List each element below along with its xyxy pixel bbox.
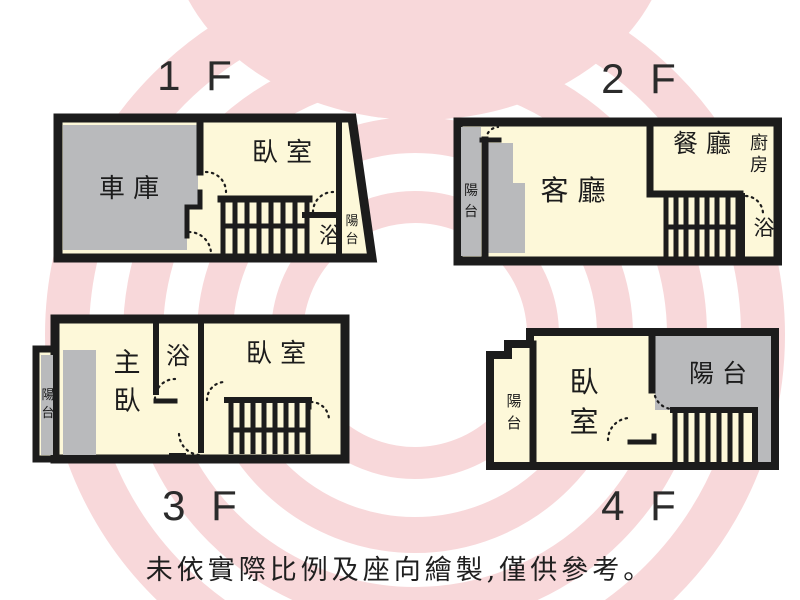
room-label-bedroom: 室 — [569, 405, 598, 439]
room-label-master: 主 — [114, 348, 141, 379]
door-arc — [177, 432, 202, 457]
door-arc — [205, 380, 227, 402]
floor-title-1f: 1 F — [157, 52, 239, 99]
room-label-garage: 車 庫 — [99, 174, 159, 204]
room-label-master: 臥 — [114, 386, 141, 417]
balcony-area — [41, 355, 53, 455]
room-label-balcony: 陽 — [464, 183, 478, 199]
floor-plan-2f: 客 廳 餐 廳 廚 房 浴 陽 台 — [453, 117, 782, 266]
door-arc — [606, 416, 632, 442]
floor-plan-1f: 車 庫 臥 室 浴 陽 台 — [53, 113, 378, 263]
service-column — [63, 350, 96, 455]
door-arc — [744, 194, 765, 216]
door-arc — [484, 125, 500, 141]
room-label-kitchen: 廚 — [750, 132, 768, 154]
disclaimer-text: 未依實際比例及座向繪製,僅供參考。 — [145, 555, 655, 586]
stairs-3f — [224, 397, 312, 454]
door-arc — [309, 400, 331, 422]
room-label-balcony-left: 台 — [506, 414, 521, 432]
room-label-balcony: 陽 — [41, 388, 54, 403]
stairs-2f — [663, 193, 745, 263]
room-label-balcony: 台 — [464, 204, 478, 220]
room-label-balcony: 陽 — [345, 214, 358, 229]
room-label-balcony: 台 — [41, 406, 54, 421]
floor-title-3f: 3 F — [162, 482, 244, 529]
service-column — [488, 143, 525, 253]
room-label-bath: 浴 — [166, 342, 190, 370]
floor-title-2f: 2 F — [601, 55, 683, 102]
floor-title-4f: 4 F — [601, 482, 683, 529]
room-label-bedroom: 臥 — [569, 365, 598, 399]
garage-area — [63, 125, 198, 250]
room-label-bath: 浴 — [754, 216, 775, 240]
room-label-balcony-right: 陽 台 — [689, 359, 747, 388]
floor-plan-3f: 主 臥 浴 臥 室 陽 台 — [32, 314, 350, 464]
room-label-kitchen: 房 — [750, 155, 768, 176]
room-label-balcony-left: 陽 — [506, 392, 521, 410]
floor-plan-4f: 陽 台 臥 室 陽 台 — [486, 328, 779, 470]
balcony-right-area — [655, 336, 771, 462]
room-label-bath: 浴 — [319, 224, 341, 249]
room-label-balcony: 台 — [345, 232, 358, 247]
room-label-dining: 餐 廳 — [673, 129, 731, 158]
room-label-bedroom: 臥 室 — [246, 339, 306, 369]
room-label-bedroom: 臥 室 — [252, 138, 312, 168]
stairs-1f — [217, 195, 313, 255]
stairs-4f — [670, 407, 758, 465]
balcony-area — [461, 127, 481, 256]
door-arc — [187, 230, 213, 256]
room-label-living: 客 廳 — [541, 174, 606, 207]
